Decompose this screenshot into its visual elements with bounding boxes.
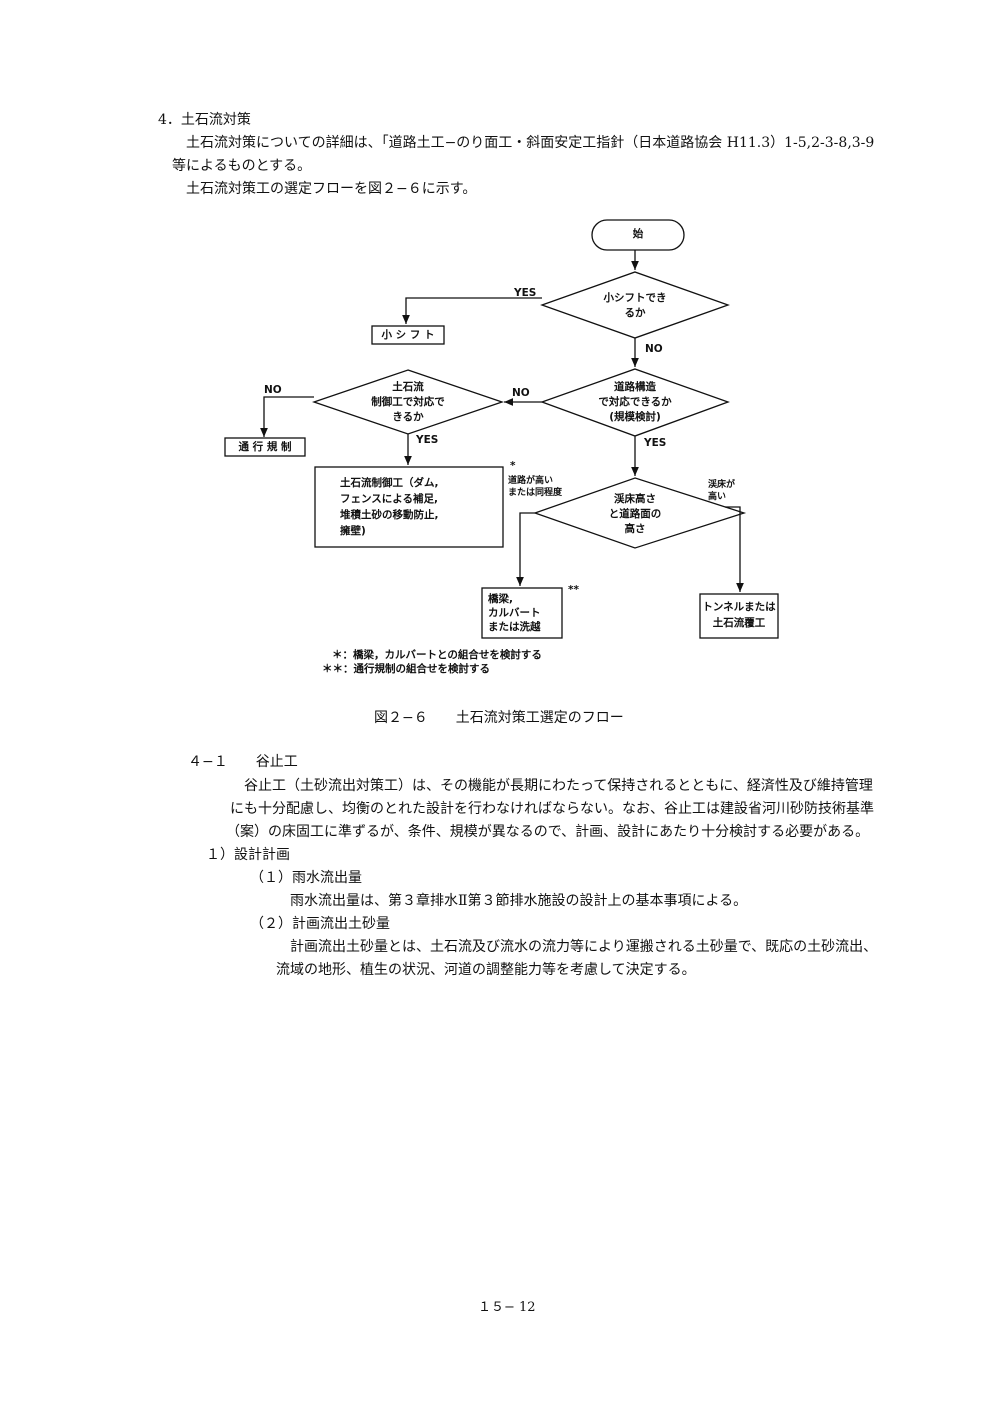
decision-small-shift — [540, 271, 730, 339]
q1-label-line: るか — [624, 307, 646, 319]
control-work-box — [314, 466, 504, 548]
no-label: NO — [264, 384, 282, 396]
paragraph-line: 雨水流出量は、第３章排水Ⅱ第３節排水施設の設計上の基本事項による。 — [290, 893, 748, 909]
section-heading: 4．土石流対策 — [158, 112, 251, 128]
yes-label: YES — [416, 434, 439, 446]
no-label: NO — [645, 343, 663, 355]
paragraph-line: 流域の地形、植生の状況、河道の調整能力等を考慮して決定する。 — [276, 962, 696, 978]
tunnel-box — [699, 593, 779, 639]
q4-label-line: 高さ — [624, 523, 646, 535]
branch-label-line: 高い — [708, 492, 727, 502]
paragraph-line: 谷止工（土砂流出対策工）は、その機能が長期にわたって保持されるとともに、経済性及… — [244, 778, 873, 794]
tunnel-label-line: 土石流覆工 — [712, 617, 766, 629]
list-item-heading: １）設計計画 — [206, 847, 290, 863]
branch-label-line: 渓床が — [708, 480, 736, 490]
control-label-line: 土石流制御工（ダム, — [340, 477, 439, 489]
small-shift-label: 小 シ フ ト — [381, 329, 435, 341]
q3-label-line: きるか — [392, 411, 424, 423]
bridge-box — [481, 587, 563, 639]
figure-caption: 図２−６ 土石流対策工選定のフロー — [374, 710, 624, 726]
branch-label-line: 道路が高い — [508, 476, 554, 486]
flowchart-lines — [224, 219, 779, 639]
subsection-heading: ４−１ 谷止工 — [188, 754, 298, 770]
page-number: １５− 12 — [478, 1300, 536, 1315]
traffic-box — [224, 437, 306, 457]
footnote-line: ＊：橋梁，カルバートとの組合せを検討する — [332, 649, 542, 661]
q2-label-line: (規模検討) — [609, 411, 661, 423]
tunnel-label-line: トンネルまたは — [702, 601, 776, 613]
q1-label-line: 小シフトでき — [603, 292, 667, 304]
yes-label: YES — [644, 437, 667, 449]
paragraph-line: 等によるものとする。 — [172, 158, 312, 174]
paragraph-line: 土石流対策についての詳細は、「道路土工−のり面工・斜面安定工指針（日本道路協会 … — [186, 135, 875, 151]
bridge-label-line: カルバート — [488, 607, 541, 619]
paragraph-line: 土石流対策工の選定フローを図２−６に示す。 — [186, 181, 477, 197]
q4-label-line: 渓床高さ — [614, 493, 656, 505]
footnote-marker: * — [510, 460, 516, 472]
flowchart-figure: 始 小シフトでき るか YES NO 小 シ フ ト 道路構造 で対応できるか … — [220, 212, 782, 680]
start-label: 始 — [632, 228, 644, 240]
yes-label: YES — [514, 287, 537, 299]
decision-height-compare — [533, 477, 747, 549]
start-terminal — [591, 219, 685, 251]
traffic-label: 通 行 規 制 — [238, 441, 292, 453]
control-label-line: 堆積土砂の移動防止, — [340, 509, 439, 521]
q4-label-line: と道路面の — [608, 508, 662, 520]
no-label: NO — [512, 387, 530, 399]
small-shift-box — [371, 325, 445, 345]
paragraph-line: にも十分配慮し、均衡のとれた設計を行わなければならない。なお、谷止工は建設省河川… — [230, 801, 874, 817]
list-item-heading: （２）計画流出土砂量 — [250, 916, 390, 932]
q3-label-line: 土石流 — [392, 381, 424, 393]
paragraph-line: （案）の床固工に準ずるが、条件、規模が異なるので、計画、設計にあたり十分検討する… — [226, 824, 870, 840]
bridge-label-line: または洗越 — [488, 621, 541, 633]
q2-label-line: で対応できるか — [598, 396, 672, 408]
paragraph-line: 計画流出土砂量とは、土石流及び流水の流力等により運搬される土砂量で、既応の土砂流… — [290, 939, 878, 955]
control-label-line: フェンスによる補足, — [340, 493, 438, 505]
q2-label-line: 道路構造 — [614, 381, 656, 393]
q3-label-line: 制御工で対応で — [371, 396, 445, 408]
footnote-marker: ** — [568, 584, 579, 596]
branch-label-line: または同程度 — [508, 488, 563, 498]
bridge-label-line: 橋梁, — [488, 593, 513, 605]
control-label-line: 擁壁) — [340, 525, 366, 537]
footnote-line: ＊＊：通行規制の組合せを検討する — [322, 663, 490, 675]
list-item-heading: （１）雨水流出量 — [250, 870, 362, 886]
